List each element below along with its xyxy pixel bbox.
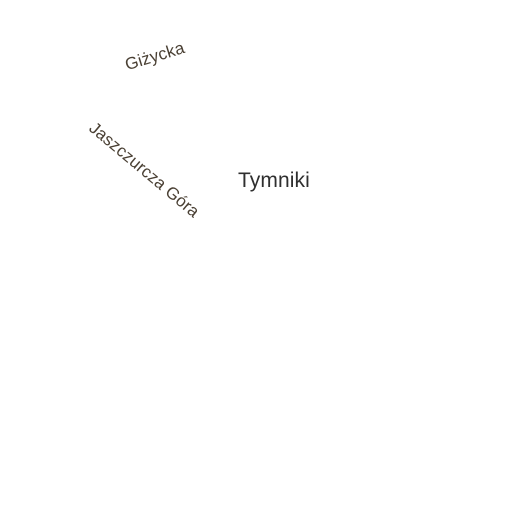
street-label-jaszczurcza-gora: Jaszczurcza Góra [85, 118, 204, 222]
street-label-gizycka: Giżycka [122, 38, 187, 75]
place-label-tymniki: Tymniki [238, 169, 310, 192]
